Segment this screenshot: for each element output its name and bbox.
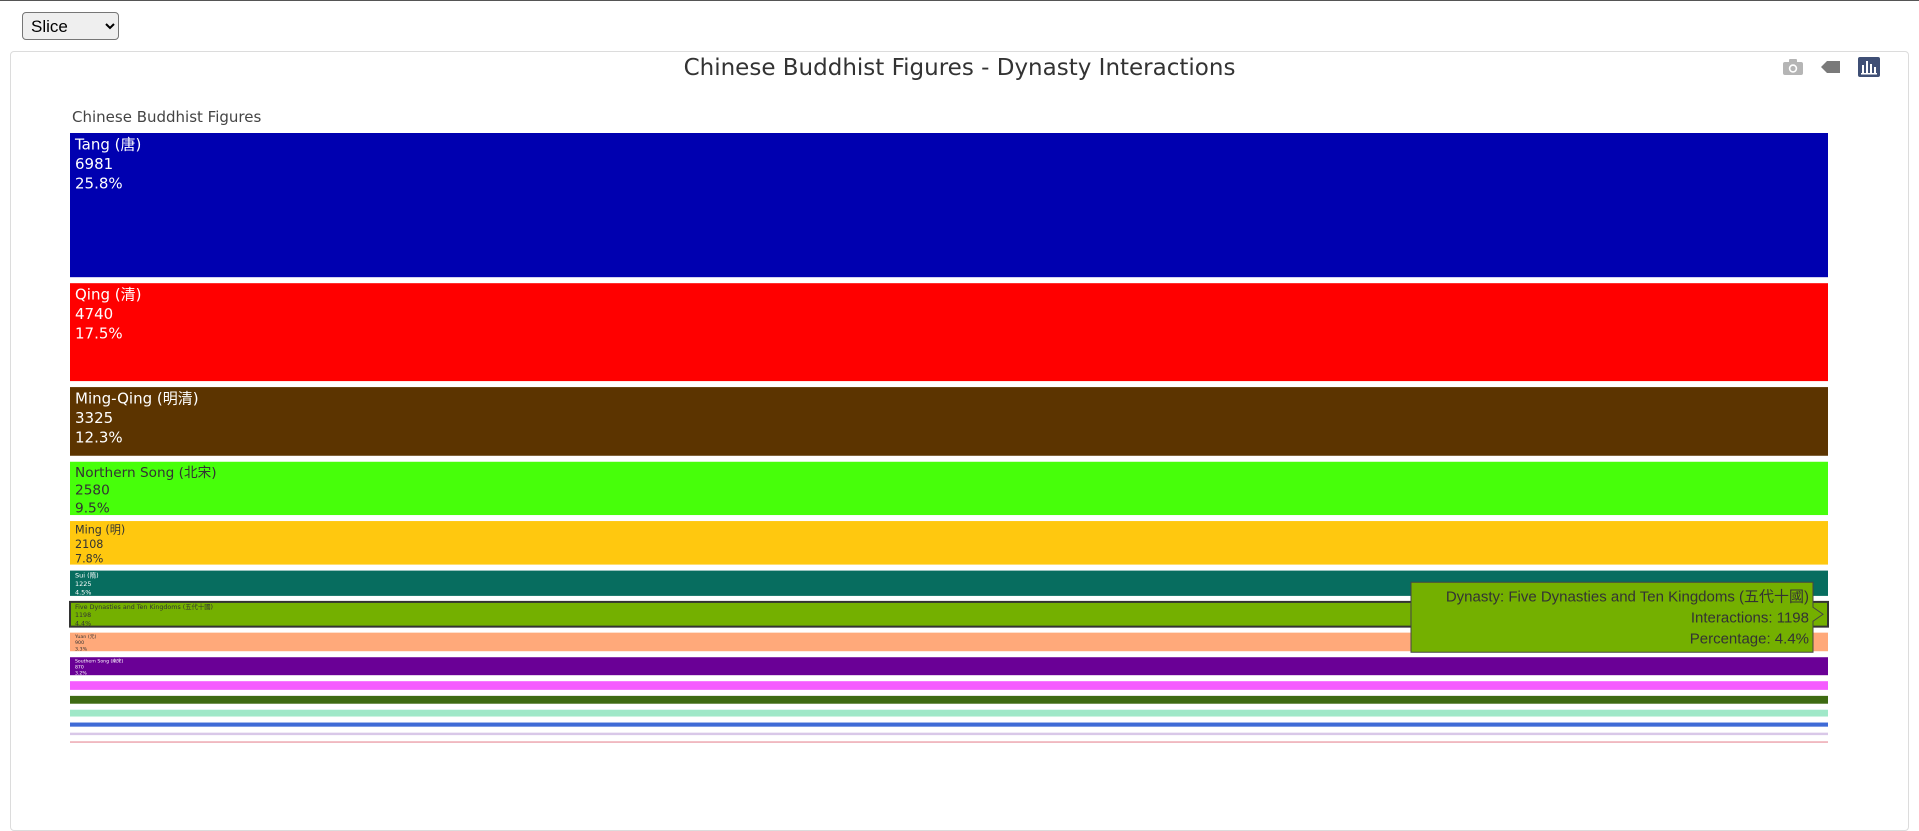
bar-chen[interactable] (70, 709, 1828, 717)
bar-liang[interactable] (70, 681, 1828, 690)
bar-ming[interactable] (70, 521, 1828, 565)
root-label[interactable]: Chinese Buddhist Figures (72, 108, 261, 126)
bar-label-ming-percent: 7.8% (75, 552, 103, 565)
tooltip-line2: Interactions: 1198 (1691, 609, 1809, 626)
icicle-chart: Tang (唐)6981 25.8% Qing (清)4740 17.5% Ming-Q… (69, 108, 1829, 743)
bar-unknown[interactable] (70, 741, 1828, 743)
bar-label-qing-name: Qing (清) (75, 286, 141, 304)
bar-ming-qing[interactable] (70, 387, 1828, 456)
bar-northern-song[interactable] (70, 461, 1828, 516)
hover-tooltip: Dynasty: Five Dynasties and Ten Kingdoms… (1410, 581, 1824, 653)
bar-yuan[interactable] (70, 632, 1828, 652)
bar-label-southern-song-percent: 3.2% (75, 670, 87, 676)
chart-title: Chinese Buddhist Figures - Dynasty Inter… (683, 55, 1236, 81)
bar-label-northern-song-value: 2580 (75, 483, 110, 499)
bar-label-northern-song-percent: 9.5% (75, 500, 110, 516)
bar-label-yuan-percent: 3.3% (75, 646, 88, 652)
bar-label-five-dynasties-and-ten-kingdoms-name: Five Dynasties and Ten Kingdoms (五代十國) (75, 602, 213, 611)
bar-label-qing-value: 4740 (75, 305, 113, 323)
tooltip-box (1410, 581, 1824, 653)
bar-label-five-dynasties-and-ten-kingdoms-value: 1198 (75, 612, 91, 619)
modebar (1781, 56, 1881, 78)
bar-label-sui-percent: 4.5% (75, 589, 91, 597)
bar-chart-icon[interactable] (1857, 56, 1881, 78)
bar-southern-song[interactable] (70, 657, 1828, 676)
bar-label-ming-qing-value: 3325 (75, 409, 113, 427)
bar-label-five-dynasties-and-ten-kingdoms-percent: 4.4% (75, 620, 91, 627)
bar-label-southern-song-name: Southern Song (南宋) (75, 657, 124, 664)
bar-label-ming-qing-name: Ming-Qing (明清) (75, 390, 199, 408)
bar-tang[interactable] (70, 133, 1828, 278)
mode-select-wrapper: Slice (22, 12, 119, 40)
bar-label-sui-value: 1225 (75, 580, 92, 588)
bar-label-ming-name: Ming (明) (75, 523, 125, 536)
bar-label-southern-song-value: 870 (75, 664, 84, 670)
mode-select[interactable]: Slice (22, 12, 119, 40)
bar-label-tang-value: 6981 (75, 155, 113, 173)
bar-label-sui-name: Sui (隋) (75, 571, 99, 580)
bar-song[interactable] (70, 722, 1828, 727)
bar-label-northern-song-name: Northern Song (北宋) (75, 465, 217, 481)
tooltip-line1: Dynasty: Five Dynasties and Ten Kingdoms… (1446, 588, 1809, 605)
bar-other[interactable] (70, 732, 1828, 736)
bar-label-tang-percent: 25.8% (75, 175, 123, 193)
camera-icon[interactable] (1781, 56, 1805, 78)
tooltip-line3: Percentage: 4.4% (1690, 630, 1809, 647)
bar-qing[interactable] (70, 283, 1828, 382)
bars-layer: Tang (唐)6981 25.8% Qing (清)4740 17.5% Ming-Q… (69, 133, 1829, 743)
bar-label-ming-value: 2108 (75, 538, 103, 551)
bar-label-ming-qing-percent: 12.3% (75, 429, 123, 447)
bar-label-qing-percent: 17.5% (75, 325, 123, 343)
bar-label-tang-name: Tang (唐) (74, 136, 141, 154)
tag-icon[interactable] (1819, 56, 1843, 78)
bar-jin[interactable] (70, 695, 1828, 704)
bar-label-yuan-name: Yuan (元) (74, 634, 96, 640)
bar-label-yuan-value: 900 (75, 640, 84, 646)
